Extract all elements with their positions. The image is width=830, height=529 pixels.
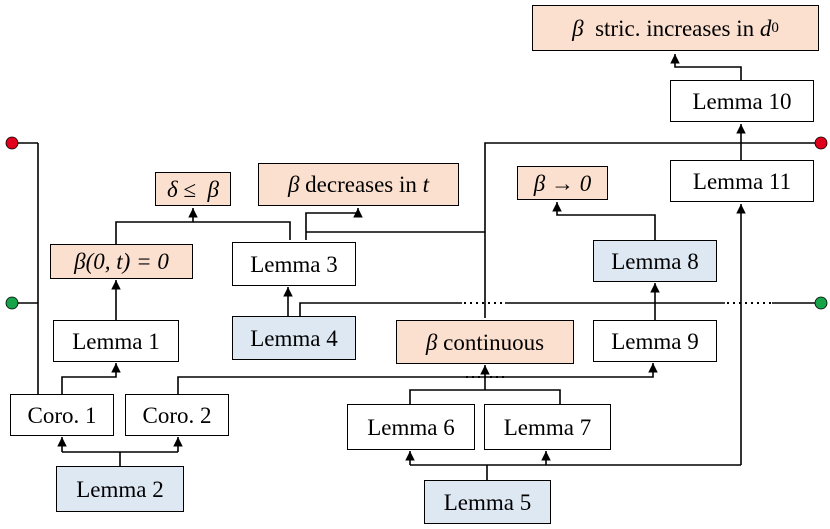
node-lemma-1: Lemma 1	[53, 320, 179, 362]
terminal-green-right	[814, 296, 828, 310]
node-lemma-11: Lemma 11	[670, 160, 814, 202]
edge-lemma2-coro	[62, 451, 178, 466]
node-lemma-9: Lemma 9	[593, 320, 717, 362]
node-text: continuous	[437, 329, 545, 355]
node-lemma-3: Lemma 3	[232, 242, 356, 286]
node-coro-1: Coro. 1	[10, 394, 114, 436]
edge-coro1-lemma1	[61, 363, 121, 394]
node-lemma-10: Lemma 10	[670, 80, 814, 122]
node-text: stric. increases in	[583, 15, 760, 41]
node-coro-2: Coro. 2	[125, 394, 229, 436]
node-beta-zero: β(0, t) = 0	[50, 244, 193, 279]
terminal-green-left	[5, 296, 19, 310]
edge-lemma4-right-bus	[299, 302, 820, 316]
node-lemma-2: Lemma 2	[56, 466, 184, 512]
node-beta-to-zero: β → 0	[517, 166, 608, 200]
node-beta-continuous: β continuous	[396, 320, 574, 364]
edge-lemma3-decreases	[305, 208, 363, 240]
node-beta-decreases: β decreases in t	[258, 163, 459, 206]
edge-lemma6-7-continuous	[409, 365, 561, 404]
edge-lemma5-bus	[410, 464, 741, 480]
terminal-red-right	[814, 136, 828, 150]
node-lemma-5: Lemma 5	[424, 480, 551, 524]
node-lemma-6: Lemma 6	[347, 404, 475, 450]
node-delta-le-beta: δ ≤ β	[155, 172, 231, 206]
node-lemma-8: Lemma 8	[593, 240, 717, 282]
edge-lemma10-increases	[670, 54, 742, 80]
beta-symbol: β	[572, 15, 584, 41]
node-lemma-7: Lemma 7	[484, 404, 611, 450]
edge-top-bus	[484, 142, 820, 318]
terminal-red-left	[5, 136, 19, 150]
terminals	[5, 136, 828, 310]
node-text: decreases in	[299, 172, 423, 197]
edge-beta-zero-delta	[115, 208, 291, 244]
edge-coro2-lemma9	[177, 363, 658, 394]
node-lemma-4: Lemma 4	[232, 316, 356, 360]
d-symbol: d	[759, 15, 772, 41]
beta-symbol: β	[287, 172, 300, 197]
beta-symbol: β	[425, 329, 438, 355]
subscript-zero: 0	[771, 19, 779, 36]
edge-lemma8-beta-to-zero	[552, 202, 656, 240]
t-symbol: t	[422, 172, 430, 197]
